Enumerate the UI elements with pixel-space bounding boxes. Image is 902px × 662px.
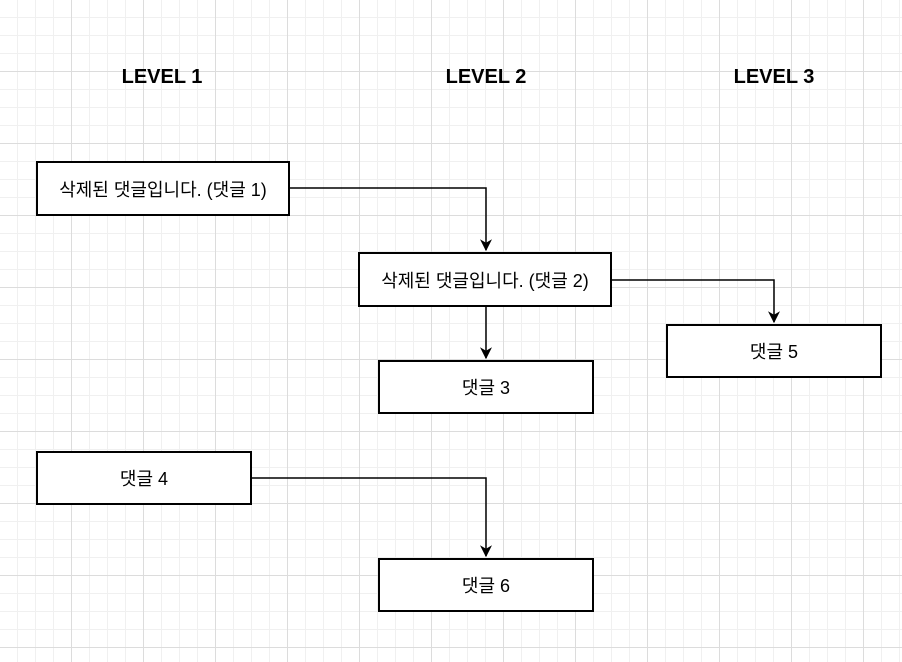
comment-node-5-text: 댓글 5: [749, 342, 799, 362]
edge-c1-to-c2: [290, 187, 492, 252]
comment-node-1[interactable]: 삭제된 댓글입니다. (댓글 1): [36, 161, 290, 216]
comment-node-2-text: 삭제된 댓글입니다. (댓글 2): [381, 270, 589, 291]
comment-node-2[interactable]: 삭제된 댓글입니다. (댓글 2): [358, 252, 612, 307]
comment-node-1-text: 삭제된 댓글입니다. (댓글 1): [59, 179, 267, 200]
comment-node-6-text: 댓글 6: [461, 576, 511, 596]
level-2-label: LEVEL 2: [445, 66, 527, 88]
level-3-label: LEVEL 3: [733, 66, 815, 88]
edge-c4-to-c6: [252, 477, 492, 558]
comment-node-5[interactable]: 댓글 5: [666, 324, 882, 378]
comment-node-4-text: 댓글 4: [119, 469, 169, 489]
comment-node-3[interactable]: 댓글 3: [378, 360, 594, 414]
comment-node-4[interactable]: 댓글 4: [36, 451, 252, 505]
comment-node-3-text: 댓글 3: [461, 378, 511, 398]
level-1-label: LEVEL 1: [121, 66, 203, 88]
comment-node-6[interactable]: 댓글 6: [378, 558, 594, 612]
edge-c2-to-c5: [612, 279, 780, 324]
